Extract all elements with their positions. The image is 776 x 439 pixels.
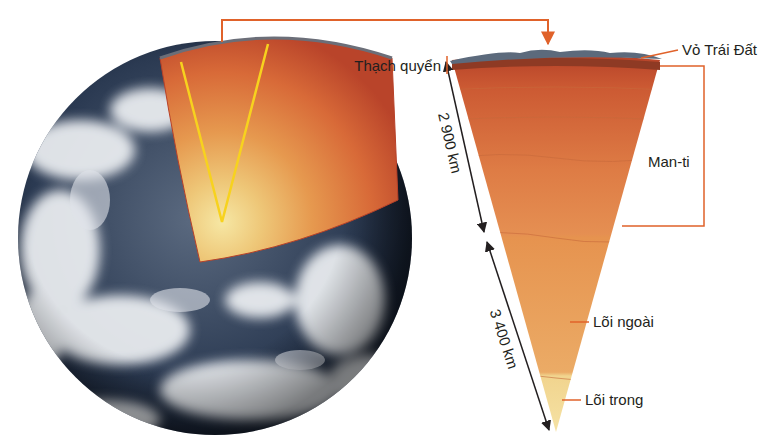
earth-layers-wedge — [440, 50, 670, 432]
dimension-label: 3 400 km — [486, 307, 522, 371]
dimension-label: 2 900 km — [434, 111, 465, 175]
layer-label: Vỏ Trái Đất — [682, 41, 757, 59]
zoom-pointer — [222, 20, 548, 44]
mantle-bracket — [622, 66, 704, 226]
layer-label: Lõi trong — [585, 391, 643, 409]
leader-line — [562, 399, 581, 401]
leader-line — [446, 56, 448, 74]
layer-label: Man-ti — [648, 153, 690, 171]
leader-line — [570, 321, 589, 323]
leader-line — [641, 50, 678, 58]
cut-lines — [181, 44, 268, 222]
layer-label: Lõi ngoài — [593, 313, 654, 331]
layer-label: Thạch quyển — [354, 57, 441, 75]
